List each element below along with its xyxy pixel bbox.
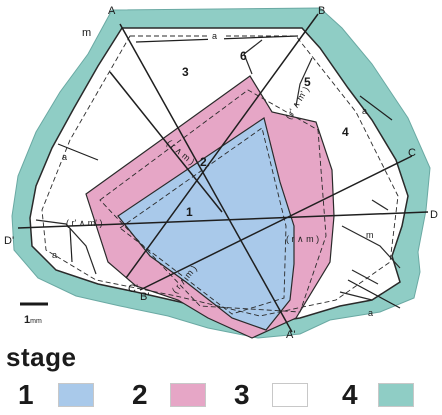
- face-a-lower-right: a: [368, 308, 373, 318]
- face-r-m-right: ( r ∧ m ): [286, 234, 319, 244]
- vertex-A-prime: A': [286, 329, 295, 340]
- vertex-C-prime: C': [128, 283, 138, 295]
- legend-num-1: 1: [18, 379, 34, 410]
- face-a-top: a: [212, 31, 217, 41]
- internal-boundaries: [35, 39, 401, 301]
- legend-num-3: 3: [234, 379, 250, 410]
- zone-1: 1: [186, 205, 193, 219]
- zone-3: 3: [182, 65, 189, 79]
- vertex-B-prime: B': [140, 291, 149, 303]
- face-a-lower-left: a: [52, 250, 57, 260]
- zone-5: 5: [304, 75, 311, 89]
- legend: 1 2 3 4: [0, 380, 442, 414]
- legend-num-4: 4: [342, 379, 358, 410]
- vertex-B: B: [318, 5, 325, 17]
- vertex-C: C: [408, 147, 416, 159]
- legend-title: stage: [6, 342, 77, 372]
- zone-4: 4: [342, 125, 349, 139]
- growth-outlines: [41, 35, 399, 317]
- face-a-left: a: [62, 152, 67, 162]
- vertex-A: A: [108, 5, 116, 17]
- vertex-D-prime: D': [4, 235, 14, 247]
- scale-bar-label: 1mm: [24, 314, 42, 326]
- legend-swatch-stage4: [378, 383, 414, 407]
- legend-swatch-stage2: [170, 383, 206, 407]
- face-r-m-prime-left: ( r' ∧ m' ): [66, 218, 103, 228]
- crystal-diagram: A B C D A' B' C' D' m 3 6 5 4 2 1 a a a …: [4, 5, 438, 340]
- face-m-right: m: [366, 230, 374, 240]
- face-a-right: a: [362, 106, 367, 116]
- vertex-m: m: [82, 27, 91, 39]
- vertex-D: D: [430, 209, 438, 221]
- legend-num-2: 2: [132, 379, 148, 410]
- zone-2: 2: [200, 155, 207, 169]
- axis-lines: [17, 13, 429, 333]
- legend-swatch-stage1: [58, 383, 94, 407]
- zone-6: 6: [240, 49, 247, 63]
- legend-swatch-stage3: [272, 383, 308, 407]
